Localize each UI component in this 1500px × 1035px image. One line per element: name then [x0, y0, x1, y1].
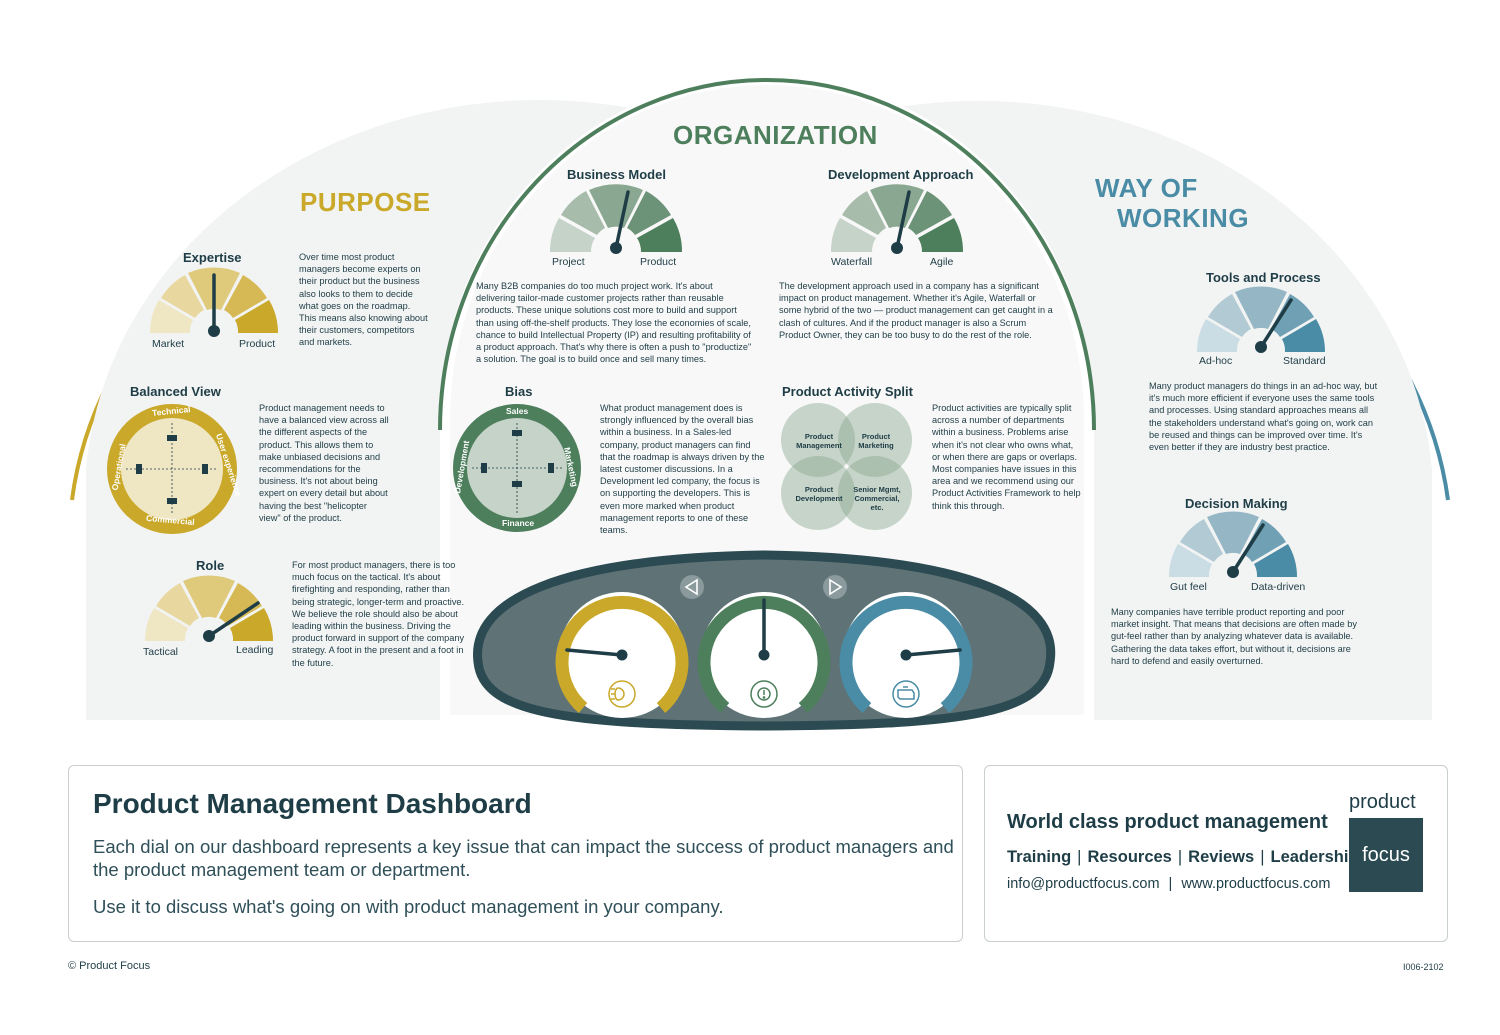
balanced-view-dial: [107, 404, 237, 534]
service-links: Training|Resources|Reviews|Leadership: [1007, 848, 1359, 866]
decision-making-description: Many companies have terrible product rep…: [1111, 607, 1357, 666]
link-reviews[interactable]: Reviews: [1188, 848, 1255, 866]
car-dashboard: [473, 550, 1056, 731]
activity-split-venn: [781, 403, 912, 530]
development-approach-description: The development approach used in a compa…: [779, 281, 1053, 340]
tools-process-title: Tools and Process: [1206, 270, 1321, 285]
decision-making-right-label: Data-driven: [1251, 581, 1306, 593]
expertise-gauge: [149, 267, 279, 337]
tools-process-description: Many product managers do things in an ad…: [1149, 381, 1378, 453]
venn-label-product-development: Product Development: [795, 485, 843, 503]
business-model-right-label: Product: [640, 256, 677, 268]
tools-process-left-label: Ad-hoc: [1199, 355, 1233, 367]
development-approach-title: Development Approach: [828, 167, 974, 182]
logo-focus-box: focus: [1349, 818, 1423, 892]
document-code: I006-2102: [1403, 962, 1444, 972]
world-class-title: World class product management: [1007, 811, 1328, 833]
bias-description: What product management does is strongly…: [600, 403, 765, 536]
organization-heading: ORGANIZATION: [673, 120, 878, 150]
logo-product-text: product: [1349, 791, 1416, 813]
link-training[interactable]: Training: [1007, 848, 1072, 866]
balanced-view-description: Product management needs to have a balan…: [259, 403, 389, 523]
venn-label-product-management: Product Management: [796, 432, 842, 450]
activity-split-description: Product activities are typically split a…: [932, 403, 1081, 511]
pm-dashboard-title: Product Management Dashboard: [93, 788, 532, 819]
business-model-gauge: [549, 184, 683, 254]
venn-label-product-marketing: Product Marketing: [858, 432, 894, 450]
tools-process-gauge: [1196, 286, 1326, 353]
activity-split-title: Product Activity Split: [782, 384, 913, 399]
headlight-icon: [608, 680, 636, 708]
bias-title: Bias: [505, 384, 533, 399]
bias-bottom-label: Finance: [502, 518, 535, 528]
bias-dial: [453, 404, 581, 532]
business-model-left-label: Project: [552, 256, 585, 268]
bias-top-label: Sales: [506, 406, 529, 416]
contact-panel: World class product management Training|…: [984, 765, 1448, 942]
role-gauge: [144, 575, 274, 642]
expertise-description: Over time most product managers become e…: [299, 252, 428, 348]
dashboard-gauge-3: [839, 592, 973, 718]
pm-dashboard-panel: Product Management Dashboard Each dial o…: [68, 765, 963, 942]
business-model-description: Many B2B companies do too much project w…: [476, 281, 752, 365]
role-right-label: Leading: [236, 644, 274, 656]
decision-making-left-label: Gut feel: [1170, 581, 1207, 593]
expertise-title: Expertise: [183, 250, 242, 265]
expertise-right-label: Product: [239, 338, 276, 350]
email-link[interactable]: info@productfocus.com: [1007, 876, 1160, 892]
pm-dashboard-line2: the product management team or departmen…: [93, 859, 471, 880]
role-title: Role: [196, 558, 225, 573]
expertise-left-label: Market: [152, 338, 185, 350]
link-resources[interactable]: Resources: [1087, 848, 1172, 866]
pm-dashboard-line3: Use it to discuss what's going on with p…: [93, 896, 724, 917]
decision-making-gauge: [1168, 511, 1298, 578]
decision-making-title: Decision Making: [1185, 496, 1288, 511]
pm-dashboard-line1: Each dial on our dashboard represents a …: [93, 836, 954, 857]
development-approach-gauge: [830, 184, 964, 254]
tools-process-right-label: Standard: [1283, 355, 1326, 367]
organization-arc: [438, 78, 1096, 431]
development-approach-left-label: Waterfall: [831, 256, 873, 268]
venn-label-senior-mgmt: Senior Mgmt, Commercial, etc.: [853, 485, 901, 512]
way-of-working-heading-line1: WAY OF: [1095, 173, 1198, 203]
dashboard-gauge-2: [697, 592, 831, 718]
engine-icon: [892, 680, 920, 708]
link-leadership[interactable]: Leadership: [1270, 848, 1359, 866]
development-approach-right-label: Agile: [930, 256, 954, 268]
purpose-heading: PURPOSE: [300, 187, 431, 217]
brake-warning-icon: [750, 680, 778, 708]
dashboard-gauge-1: [555, 592, 689, 718]
role-description: For most product managers, there is too …: [292, 560, 465, 668]
website-link[interactable]: www.productfocus.com: [1181, 876, 1331, 892]
role-left-label: Tactical: [143, 646, 179, 658]
logo-focus-text: focus: [1362, 843, 1410, 866]
contact-links: info@productfocus.com|www.productfocus.c…: [1007, 876, 1331, 892]
business-model-title: Business Model: [567, 167, 666, 182]
copyright: © Product Focus: [68, 960, 151, 972]
balanced-view-title: Balanced View: [130, 384, 221, 399]
way-of-working-heading-line2: WORKING: [1117, 203, 1250, 233]
